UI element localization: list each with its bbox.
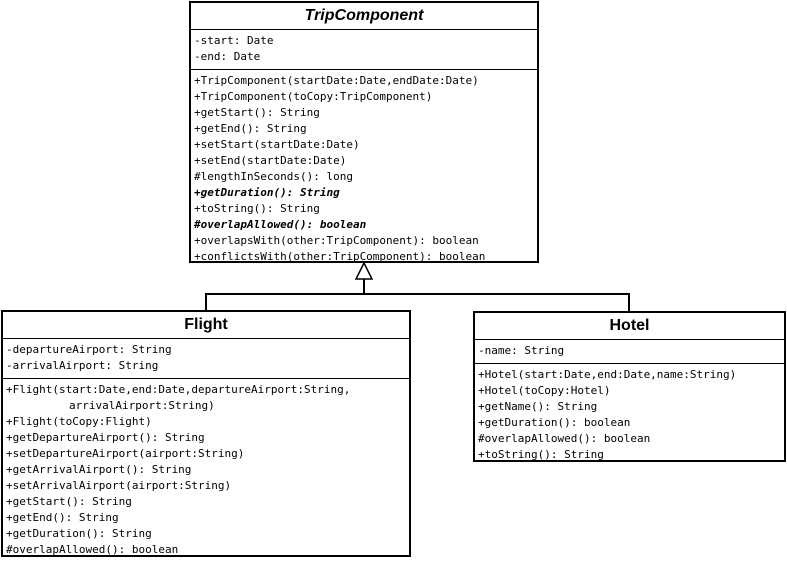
method: #lengthInSeconds(): long	[194, 170, 353, 183]
attributes-section: -start: Date -end: Date	[191, 30, 537, 70]
method: +setStart(startDate:Date)	[194, 138, 360, 151]
class-name: TripComponent	[191, 3, 537, 30]
method: +getName(): String	[478, 400, 598, 413]
method: +getArrivalAirport(): String	[6, 463, 192, 476]
method: +TripComponent(toCopy:TripComponent)	[194, 90, 433, 103]
attribute: -end: Date	[194, 50, 261, 63]
method: +Hotel(start:Date,end:Date,name:String)	[478, 368, 737, 381]
method: #overlapAllowed(): boolean	[6, 543, 179, 556]
class-name: Hotel	[475, 313, 784, 340]
method: +setEnd(startDate:Date)	[194, 154, 347, 167]
method: +toString(): String	[478, 448, 604, 461]
methods-section: +Flight(start:Date,end:Date,departureAir…	[3, 379, 409, 562]
method: #overlapAllowed(): boolean	[194, 218, 367, 231]
attribute: -arrivalAirport: String	[6, 359, 159, 372]
inheritance-line-hotel	[364, 293, 630, 311]
class-flight[interactable]: Flight -departureAirport: String -arrival…	[1, 310, 411, 557]
method: +setArrivalAirport(airport:String)	[6, 479, 232, 492]
method: #overlapAllowed(): boolean	[478, 432, 651, 445]
method: +conflictsWith(other:TripComponent): boo…	[194, 250, 486, 263]
method: +Flight(toCopy:Flight)	[6, 415, 152, 428]
inheritance-line-flight	[205, 279, 365, 311]
attributes-section: -departureAirport: String -arrivalAirport…	[3, 339, 409, 379]
method: +overlapsWith(other:TripComponent): bool…	[194, 234, 479, 247]
attribute: -name: String	[478, 344, 565, 357]
method: +getStart(): String	[194, 106, 320, 119]
method: +Hotel(toCopy:Hotel)	[478, 384, 611, 397]
method: +TripComponent(startDate:Date,endDate:Da…	[194, 74, 479, 87]
attribute: -departureAirport: String	[6, 343, 172, 356]
class-hotel[interactable]: Hotel -name: String +Hotel(start:Date,en…	[473, 311, 786, 462]
method: +getDuration(): boolean	[478, 416, 631, 429]
attributes-section: -name: String	[475, 340, 784, 364]
class-trip-component[interactable]: TripComponent -start: Date -end: Date +Tr…	[189, 1, 539, 263]
method: +Flight(start:Date,end:Date,departureAir…	[6, 383, 351, 396]
methods-section: +TripComponent(startDate:Date,endDate:Da…	[191, 70, 537, 269]
method: +getDuration(): String	[6, 527, 152, 540]
attribute: -start: Date	[194, 34, 274, 47]
method: +getEnd(): String	[6, 511, 119, 524]
method: +getStart(): String	[6, 495, 132, 508]
generalization-arrowhead	[354, 261, 374, 280]
method: +setDepartureAirport(airport:String)	[6, 447, 245, 460]
class-name: Flight	[3, 312, 409, 339]
method: +getDuration(): String	[194, 186, 340, 199]
method-continuation: arrivalAirport:String)	[69, 399, 215, 412]
method: +getDepartureAirport(): String	[6, 431, 205, 444]
methods-section: +Hotel(start:Date,end:Date,name:String) +…	[475, 364, 784, 467]
method: +toString(): String	[194, 202, 320, 215]
method: +getEnd(): String	[194, 122, 307, 135]
